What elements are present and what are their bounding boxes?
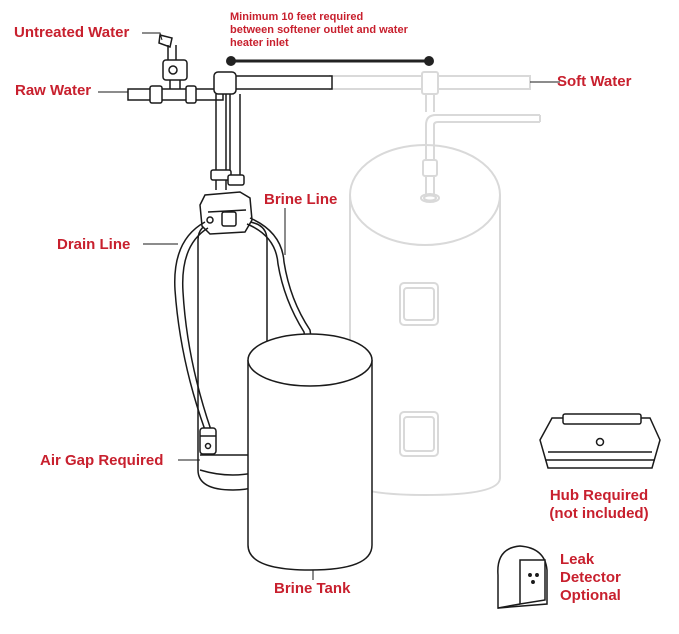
label-soft-water: Soft Water	[557, 73, 632, 90]
label-leak-line3: Optional	[560, 587, 621, 604]
raw-water-pipe	[127, 71, 333, 104]
label-leak-line2: Detector	[560, 569, 621, 586]
label-hub-line2: (not included)	[549, 505, 649, 522]
label-leak-detector: Leak Detector Optional	[560, 551, 621, 605]
distance-note-line3: heater inlet	[230, 37, 289, 49]
distance-note-line2: between softener outlet and water	[230, 24, 408, 36]
soft-water-pipe	[329, 71, 531, 112]
label-brine-line: Brine Line	[264, 191, 338, 208]
distance-note-line1: Minimum 10 feet required	[230, 11, 364, 23]
brine-tank	[247, 333, 373, 571]
label-hub: Hub Required (not included)	[530, 487, 668, 523]
label-hub-line1: Hub Required	[549, 487, 649, 504]
brine-line	[246, 217, 313, 345]
label-leak-line1: Leak	[560, 551, 595, 568]
hub-device	[539, 413, 661, 469]
distance-indicator	[226, 56, 434, 66]
label-air-gap: Air Gap Required	[40, 452, 164, 469]
air-gap-fitting	[199, 427, 217, 455]
bypass-pipes	[210, 94, 245, 190]
control-valve-head	[199, 191, 253, 235]
leader-lines	[98, 32, 560, 580]
label-brine-tank: Brine Tank	[274, 580, 351, 597]
distance-note: Minimum 10 feet required between softene…	[230, 11, 408, 50]
leak-detector-device	[497, 545, 548, 609]
label-raw-water: Raw Water	[15, 82, 92, 99]
shutoff-valve	[158, 34, 188, 89]
label-drain-line: Drain Line	[57, 236, 131, 253]
drain-line	[174, 221, 212, 431]
label-untreated-water: Untreated Water	[14, 24, 130, 41]
water-heater	[349, 114, 541, 497]
